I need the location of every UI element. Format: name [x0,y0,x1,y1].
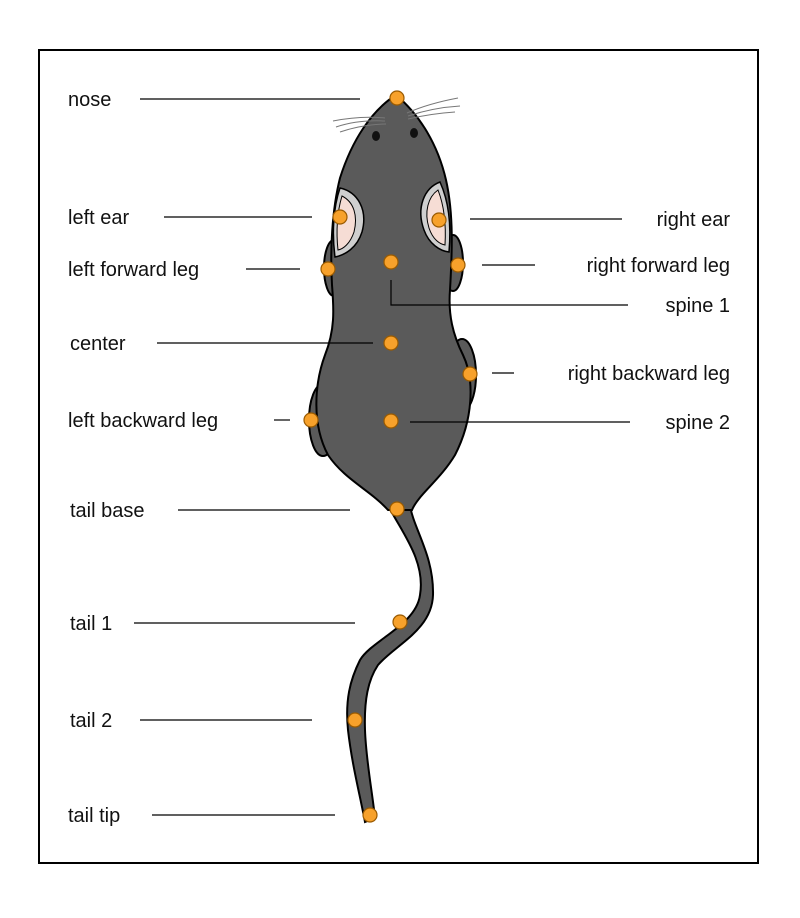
keypoints [303,90,478,823]
keypoint-tail-2 [347,712,363,728]
label-left-backward-leg: left backward leg [68,410,218,432]
whiskers [332,97,461,133]
keypoint-spine-2 [383,413,399,429]
keypoint-nose [389,90,405,106]
keypoint-right-ear [431,212,447,228]
mouse-body [315,93,472,511]
keypoint-center [383,335,399,351]
leader-lines [134,98,630,816]
label-nose: nose [68,89,111,111]
keypoint-left-forward-leg [320,261,336,277]
keypoint-spine-1 [383,254,399,270]
label-left-ear: left ear [68,207,129,229]
spine-1-leader [390,280,628,306]
label-tail-1: tail 1 [70,613,112,635]
label-right-backward-leg: right backward leg [568,363,730,385]
keypoint-left-ear [332,209,348,225]
left-ear-shape [332,187,365,258]
label-right-forward-leg: right forward leg [587,255,730,277]
label-tail-tip: tail tip [68,805,120,827]
label-right-ear: right ear [657,209,731,231]
right-eye [410,128,418,138]
keypoint-labels: nose left ear right ear left forward leg… [68,89,730,827]
label-tail-base: tail base [70,500,145,522]
keypoint-left-backward-leg [303,412,319,428]
label-tail-2: tail 2 [70,710,112,732]
mouse-tail [346,504,435,824]
left-eye [372,131,380,141]
keypoint-tail-base [389,501,405,517]
label-spine-1: spine 1 [666,295,731,317]
label-center: center [70,333,126,355]
label-left-forward-leg: left forward leg [68,259,199,281]
keypoint-tail-tip [362,807,378,823]
keypoint-right-backward-leg [462,366,478,382]
diagram-frame [38,49,759,864]
keypoint-right-forward-leg [450,257,466,273]
keypoint-tail-1 [392,614,408,630]
label-spine-2: spine 2 [666,412,731,434]
mouse-illustration [308,93,477,824]
